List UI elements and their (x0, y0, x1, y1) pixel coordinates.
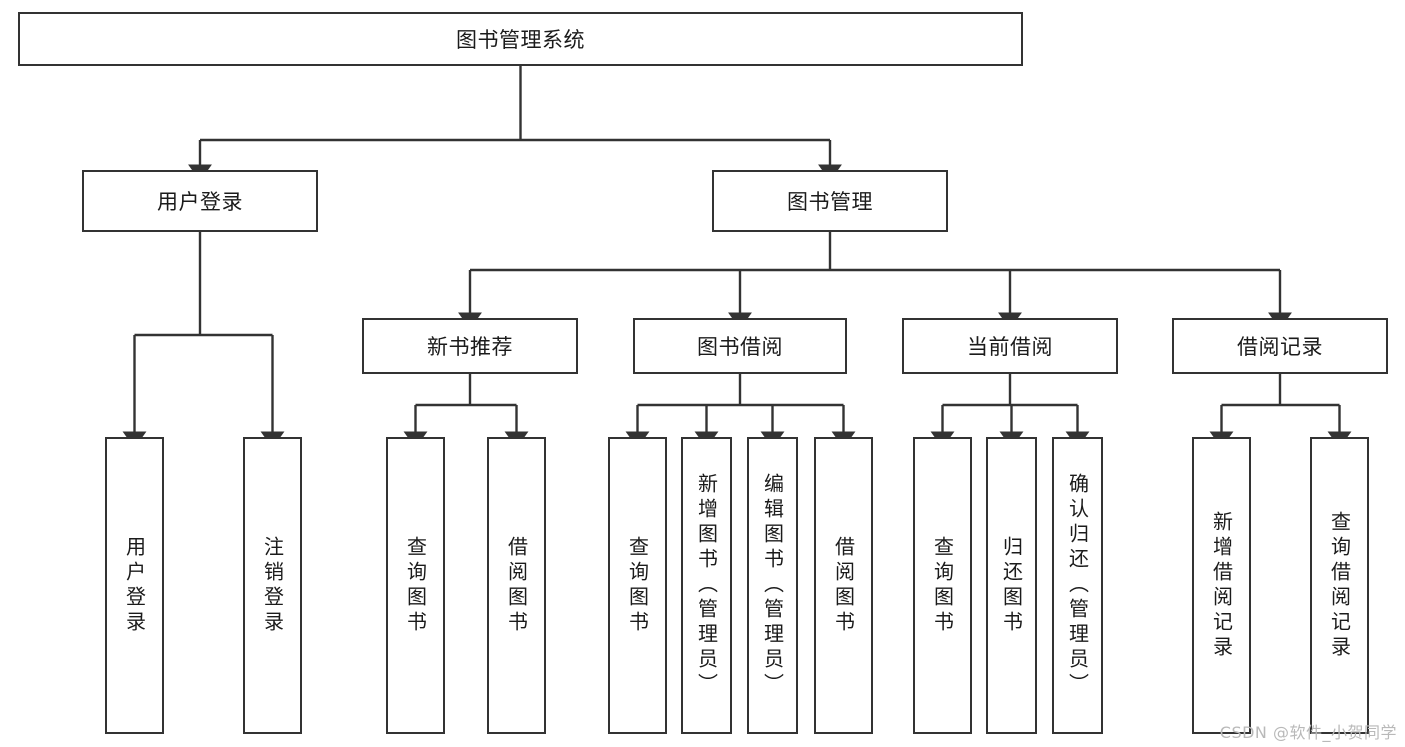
node-label: 注销登录 (260, 535, 285, 636)
node-label: 借阅图书 (504, 535, 529, 636)
node-book_manage[interactable]: 图书管理 (712, 170, 948, 232)
node-leaf_query_book_1[interactable]: 查询图书 (386, 437, 445, 734)
node-leaf_user_login[interactable]: 用户登录 (105, 437, 164, 734)
node-leaf_borrow_book_2[interactable]: 借阅图书 (814, 437, 873, 734)
node-leaf_add_record[interactable]: 新增借阅记录 (1192, 437, 1251, 734)
node-leaf_query_book_2[interactable]: 查询图书 (608, 437, 667, 734)
node-leaf_user_logout[interactable]: 注销登录 (243, 437, 302, 734)
node-label: 图书借阅 (697, 335, 783, 359)
node-user_login[interactable]: 用户登录 (82, 170, 318, 232)
node-borrow_record[interactable]: 借阅记录 (1172, 318, 1388, 374)
node-label: 用户登录 (122, 535, 147, 636)
node-label: 图书管理 (787, 190, 873, 214)
node-label: 查询借阅记录 (1327, 510, 1352, 661)
node-label: 借阅图书 (831, 535, 856, 636)
node-leaf_confirm_return[interactable]: 确认归还（管理员） (1052, 437, 1103, 734)
node-leaf_edit_book[interactable]: 编辑图书（管理员） (747, 437, 798, 734)
node-leaf_query_record[interactable]: 查询借阅记录 (1310, 437, 1369, 734)
node-label: 查询图书 (403, 535, 428, 636)
node-label: 查询图书 (625, 535, 650, 636)
csdn-watermark: CSDN @软件_小贺同学 (1219, 723, 1397, 742)
node-leaf_query_book_3[interactable]: 查询图书 (913, 437, 972, 734)
node-label: 归还图书 (999, 535, 1024, 636)
node-label: 查询图书 (930, 535, 955, 636)
node-label: 新增图书（管理员） (694, 473, 719, 698)
node-new_book_rec[interactable]: 新书推荐 (362, 318, 578, 374)
node-current_borrow[interactable]: 当前借阅 (902, 318, 1118, 374)
node-label: 用户登录 (157, 190, 243, 214)
node-label: 新书推荐 (427, 335, 513, 359)
node-label: 确认归还（管理员） (1065, 473, 1090, 698)
node-label: 新增借阅记录 (1209, 510, 1234, 661)
node-label: 借阅记录 (1237, 335, 1323, 359)
node-leaf_return_book[interactable]: 归还图书 (986, 437, 1037, 734)
node-book_borrow[interactable]: 图书借阅 (633, 318, 847, 374)
node-leaf_borrow_book_1[interactable]: 借阅图书 (487, 437, 546, 734)
node-label: 图书管理系统 (456, 28, 585, 52)
node-label: 编辑图书（管理员） (760, 473, 785, 698)
node-leaf_add_book[interactable]: 新增图书（管理员） (681, 437, 732, 734)
node-label: 当前借阅 (967, 335, 1053, 359)
node-root[interactable]: 图书管理系统 (18, 12, 1023, 66)
